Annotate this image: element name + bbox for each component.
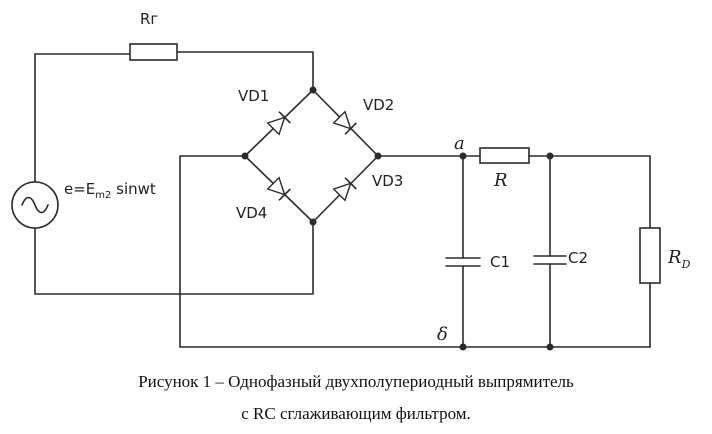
diode-vd2: [332, 110, 357, 135]
node-a-dot: [459, 152, 467, 160]
c1-label: C1: [490, 253, 510, 271]
vd3-label: VD3: [372, 172, 403, 190]
diode-vd1: [266, 111, 291, 136]
diode-vd3: [332, 177, 357, 202]
bridge-node-bottom: [309, 218, 317, 226]
source-eq-main: e=E: [64, 180, 95, 198]
source-wiring: [34, 51, 314, 295]
c2-label: C2: [568, 249, 588, 267]
node-b-dot: [459, 343, 467, 351]
figure-caption-line-2: с RC сглаживающим фильтром.: [241, 404, 471, 423]
source-eq-subscript: m2: [95, 190, 111, 201]
vd1-label: VD1: [238, 87, 269, 105]
rc-filter: [377, 147, 661, 351]
internal-resistor-label: Rг: [140, 10, 158, 28]
vd2-label: VD2: [363, 96, 394, 114]
node-c2-top-dot: [546, 152, 554, 160]
diode-vd4: [266, 176, 291, 201]
figure-caption-line-1: Рисунок 1 – Однофазный двухполупериодный…: [138, 372, 574, 391]
vd4-label: VD4: [236, 204, 267, 222]
node-c2-bottom-dot: [546, 343, 554, 351]
ac-source: [11, 181, 59, 229]
node-a-label: a: [454, 133, 465, 154]
sine-wave-icon: [21, 196, 49, 214]
source-equation: e=Em2 sinwt: [64, 180, 156, 201]
filter-resistor-label: R: [493, 170, 508, 191]
negative-rail: [179, 155, 651, 348]
load-resistor: [639, 227, 661, 284]
node-b-label: δ: [437, 324, 448, 345]
bridge-node-top: [309, 86, 317, 94]
load-resistor-label: RD: [667, 247, 691, 271]
internal-resistor: [129, 43, 178, 61]
load-resistor-label-main: R: [667, 247, 682, 268]
source-eq-func: sinwt: [111, 180, 156, 198]
filter-resistor: [479, 147, 530, 164]
load-resistor-label-sub: D: [681, 258, 691, 271]
